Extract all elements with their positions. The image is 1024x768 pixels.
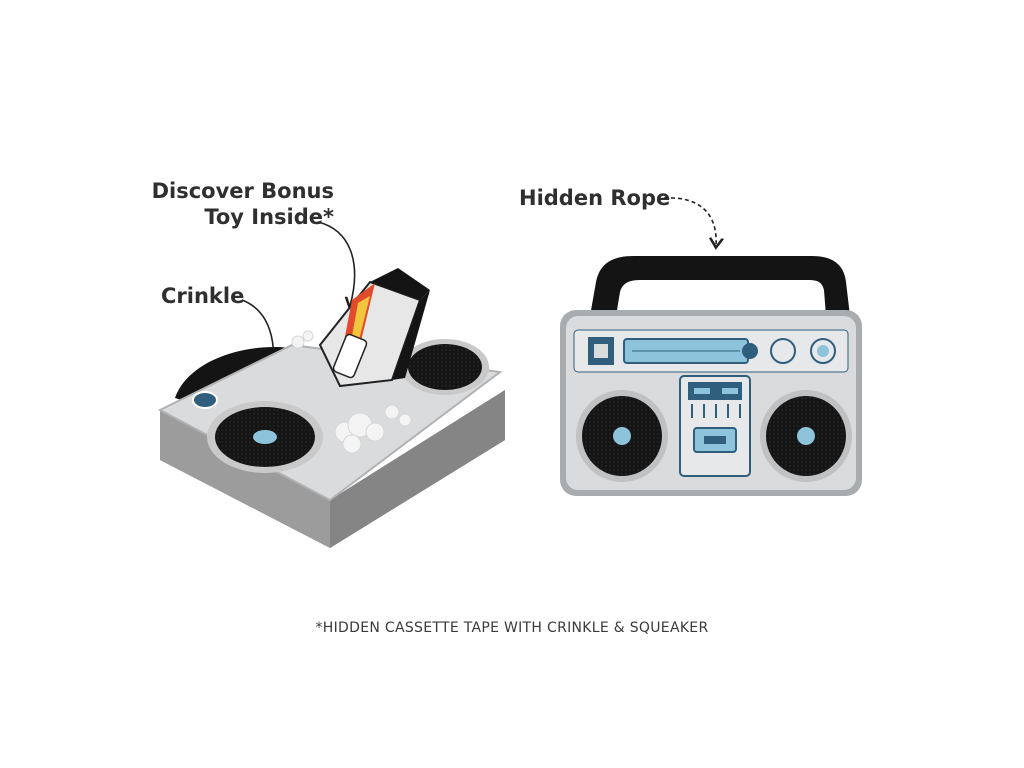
- callout-crinkle: Crinkle: [161, 284, 245, 308]
- callout-bonus-line2: Toy Inside*: [204, 205, 334, 229]
- speaker-right-front: [760, 390, 852, 482]
- arrow-bonus-toy: [317, 221, 355, 306]
- stuffing-fluff: [291, 330, 412, 454]
- callout-bonus-toy: Discover Bonus Toy Inside*: [150, 178, 334, 230]
- boombox-front: [560, 256, 862, 496]
- speaker-left-front: [576, 390, 668, 482]
- speaker-right-open: [401, 339, 489, 395]
- arrow-hidden-rope: [663, 197, 716, 246]
- boombox-open: [157, 268, 505, 548]
- callout-bonus-line1: Discover Bonus: [151, 179, 334, 203]
- bonus-cassette-toy: [318, 268, 430, 388]
- callout-hidden-rope: Hidden Rope: [519, 186, 671, 210]
- footnote: *HIDDEN CASSETTE TAPE WITH CRINKLE & SQU…: [315, 620, 709, 636]
- speaker-left-open: [207, 401, 323, 473]
